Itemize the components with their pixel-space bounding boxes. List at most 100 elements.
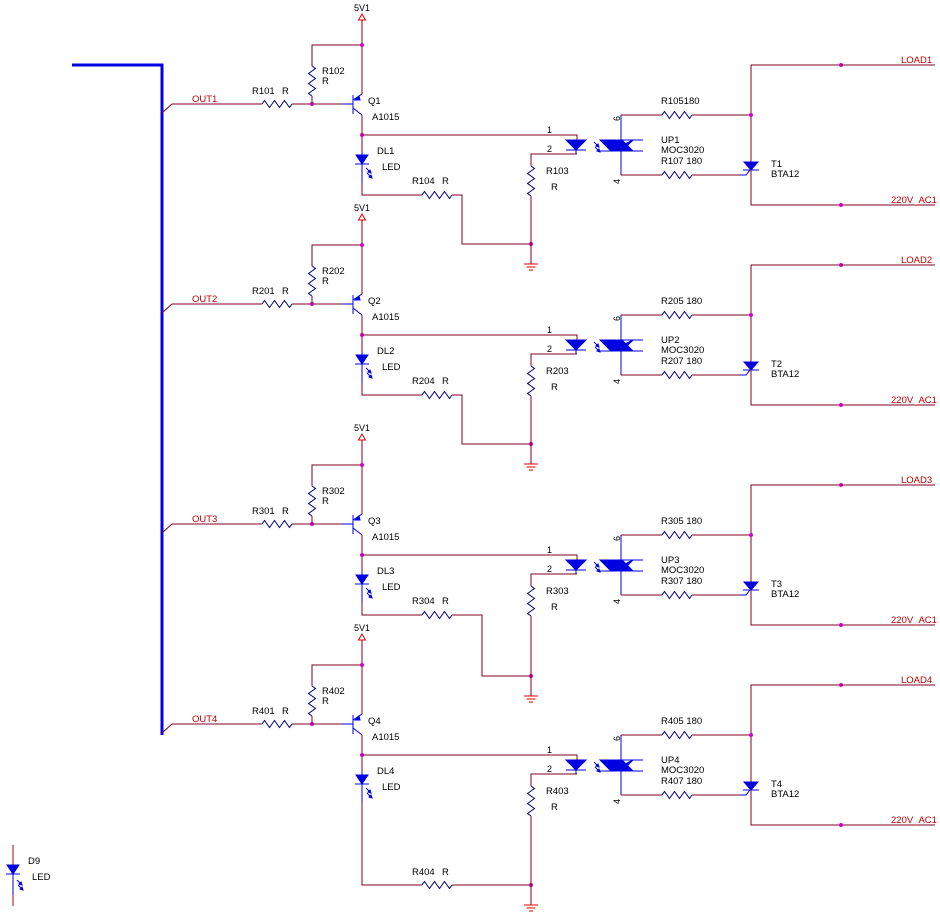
arrow-head [596, 348, 601, 353]
ground-icon [524, 463, 538, 471]
triac-ref: T4 [771, 779, 782, 790]
junction-dot [839, 823, 843, 827]
led-icon [6, 864, 20, 875]
opto-pin2-wire [530, 153, 577, 166]
opto-ref: UP1 [661, 135, 679, 146]
arrow-head [368, 174, 373, 179]
light-emission-icon [593, 341, 601, 353]
load-wire [750, 684, 841, 782]
light-emission-icon [365, 167, 373, 179]
wire [311, 44, 362, 66]
arrow-head [367, 789, 372, 794]
transistor-value: A1015 [372, 112, 399, 123]
opto-pin2-label: 2 [547, 564, 552, 574]
resistor-pullup-value: R [322, 276, 329, 287]
resistor-led-value: R [442, 176, 449, 187]
arrow-head [595, 343, 600, 348]
diode-triangle [355, 354, 369, 365]
junction-dot [749, 533, 753, 537]
light-emission-icon [593, 141, 601, 153]
transistor-ref: Q1 [368, 96, 381, 107]
transistor-ref: Q2 [368, 296, 381, 307]
opto-led-triangle [564, 139, 588, 151]
resistor-led-value: R [442, 596, 449, 607]
resistor-pullup-value: R [322, 76, 329, 87]
resistor-opto-ref: R203 [546, 366, 569, 377]
optocoupler-icon [564, 115, 643, 175]
opto-pin1-label: 1 [547, 545, 552, 555]
resistor-led-ref: R404 [412, 867, 435, 878]
arrow-head [596, 768, 601, 773]
resistor-base-value: R [282, 706, 289, 717]
opto-ref: UP2 [661, 335, 679, 346]
opto-pin1-wire [362, 754, 578, 760]
resistor-base-ref: R401 [252, 706, 275, 717]
transistor-pnp [342, 293, 363, 316]
diode-triangle [355, 154, 369, 165]
triac-gate [740, 789, 751, 796]
load-wire [750, 64, 841, 162]
power-triangle [357, 13, 367, 21]
ground-icon [524, 904, 538, 912]
opto-pin6-label: 6 [612, 536, 622, 541]
resistor-pullup-value: R [322, 496, 329, 507]
resistor-gate-top-label: R305 180 [661, 516, 702, 527]
led-value: LED [382, 162, 401, 173]
triac-triangle [742, 781, 760, 791]
opto-pin2-label: 2 [547, 764, 552, 774]
net-label-in: OUT1 [192, 94, 217, 105]
wire [452, 194, 531, 245]
ground-icon [524, 695, 538, 703]
input-net-wire [161, 723, 262, 734]
junction-dot [360, 463, 364, 467]
arrow-head [596, 568, 601, 573]
net-label-ac: 220V_AC1 [891, 395, 937, 406]
ac-wire [750, 790, 935, 826]
power-label: 5V1 [354, 423, 370, 433]
led-value: LED [382, 582, 401, 593]
power-label: 5V1 [354, 623, 370, 633]
net-label-in: OUT2 [192, 294, 217, 305]
arrow-head [367, 169, 372, 174]
junction-dot [839, 203, 843, 207]
optocoupler-icon [564, 735, 643, 795]
opto-led-triangle [564, 559, 588, 571]
light-emission-icon [593, 561, 601, 573]
diode-triangle [355, 774, 369, 785]
triac-triangle [742, 161, 760, 171]
input-net-wire [161, 303, 262, 314]
transistor-ref: Q3 [368, 516, 381, 527]
opto-pin1-label: 1 [547, 125, 552, 135]
wire [361, 603, 422, 616]
resistor-pullup [307, 265, 317, 297]
triac-value: BTA12 [771, 589, 799, 600]
transistor-arrow [353, 95, 361, 101]
wire [361, 183, 422, 196]
resistor-led-value: R [442, 376, 449, 387]
resistor-base [261, 99, 293, 109]
power-5v-icon: 5V1 [354, 3, 370, 21]
resistor-led [421, 390, 453, 400]
triac-gate [740, 169, 751, 176]
light-emission-icon [365, 587, 373, 599]
transistor-collector [352, 107, 363, 116]
transistor-arrow [353, 295, 361, 301]
resistor-opto-ref: R303 [546, 586, 569, 597]
light-emission-icon [365, 787, 373, 799]
opto-pin2-wire [530, 353, 577, 366]
ground-icon [524, 263, 538, 271]
resistor-opto-ref: R403 [546, 786, 569, 797]
resistor-gate-bottom-label: R207 180 [661, 356, 702, 367]
opto-pin4-label: 4 [612, 179, 622, 184]
resistor-base-ref: R101 [252, 86, 275, 97]
optocoupler-icon [564, 315, 643, 375]
opto-pin2-label: 2 [547, 144, 552, 154]
led-d9-value: LED [32, 872, 51, 883]
net-label-in: OUT4 [192, 714, 217, 725]
net-label-ac: 220V_AC1 [891, 615, 937, 626]
light-emission-icon [593, 761, 601, 773]
triac-icon [740, 361, 760, 376]
net-label-load: LOAD4 [901, 675, 932, 686]
ac-wire [750, 590, 935, 626]
